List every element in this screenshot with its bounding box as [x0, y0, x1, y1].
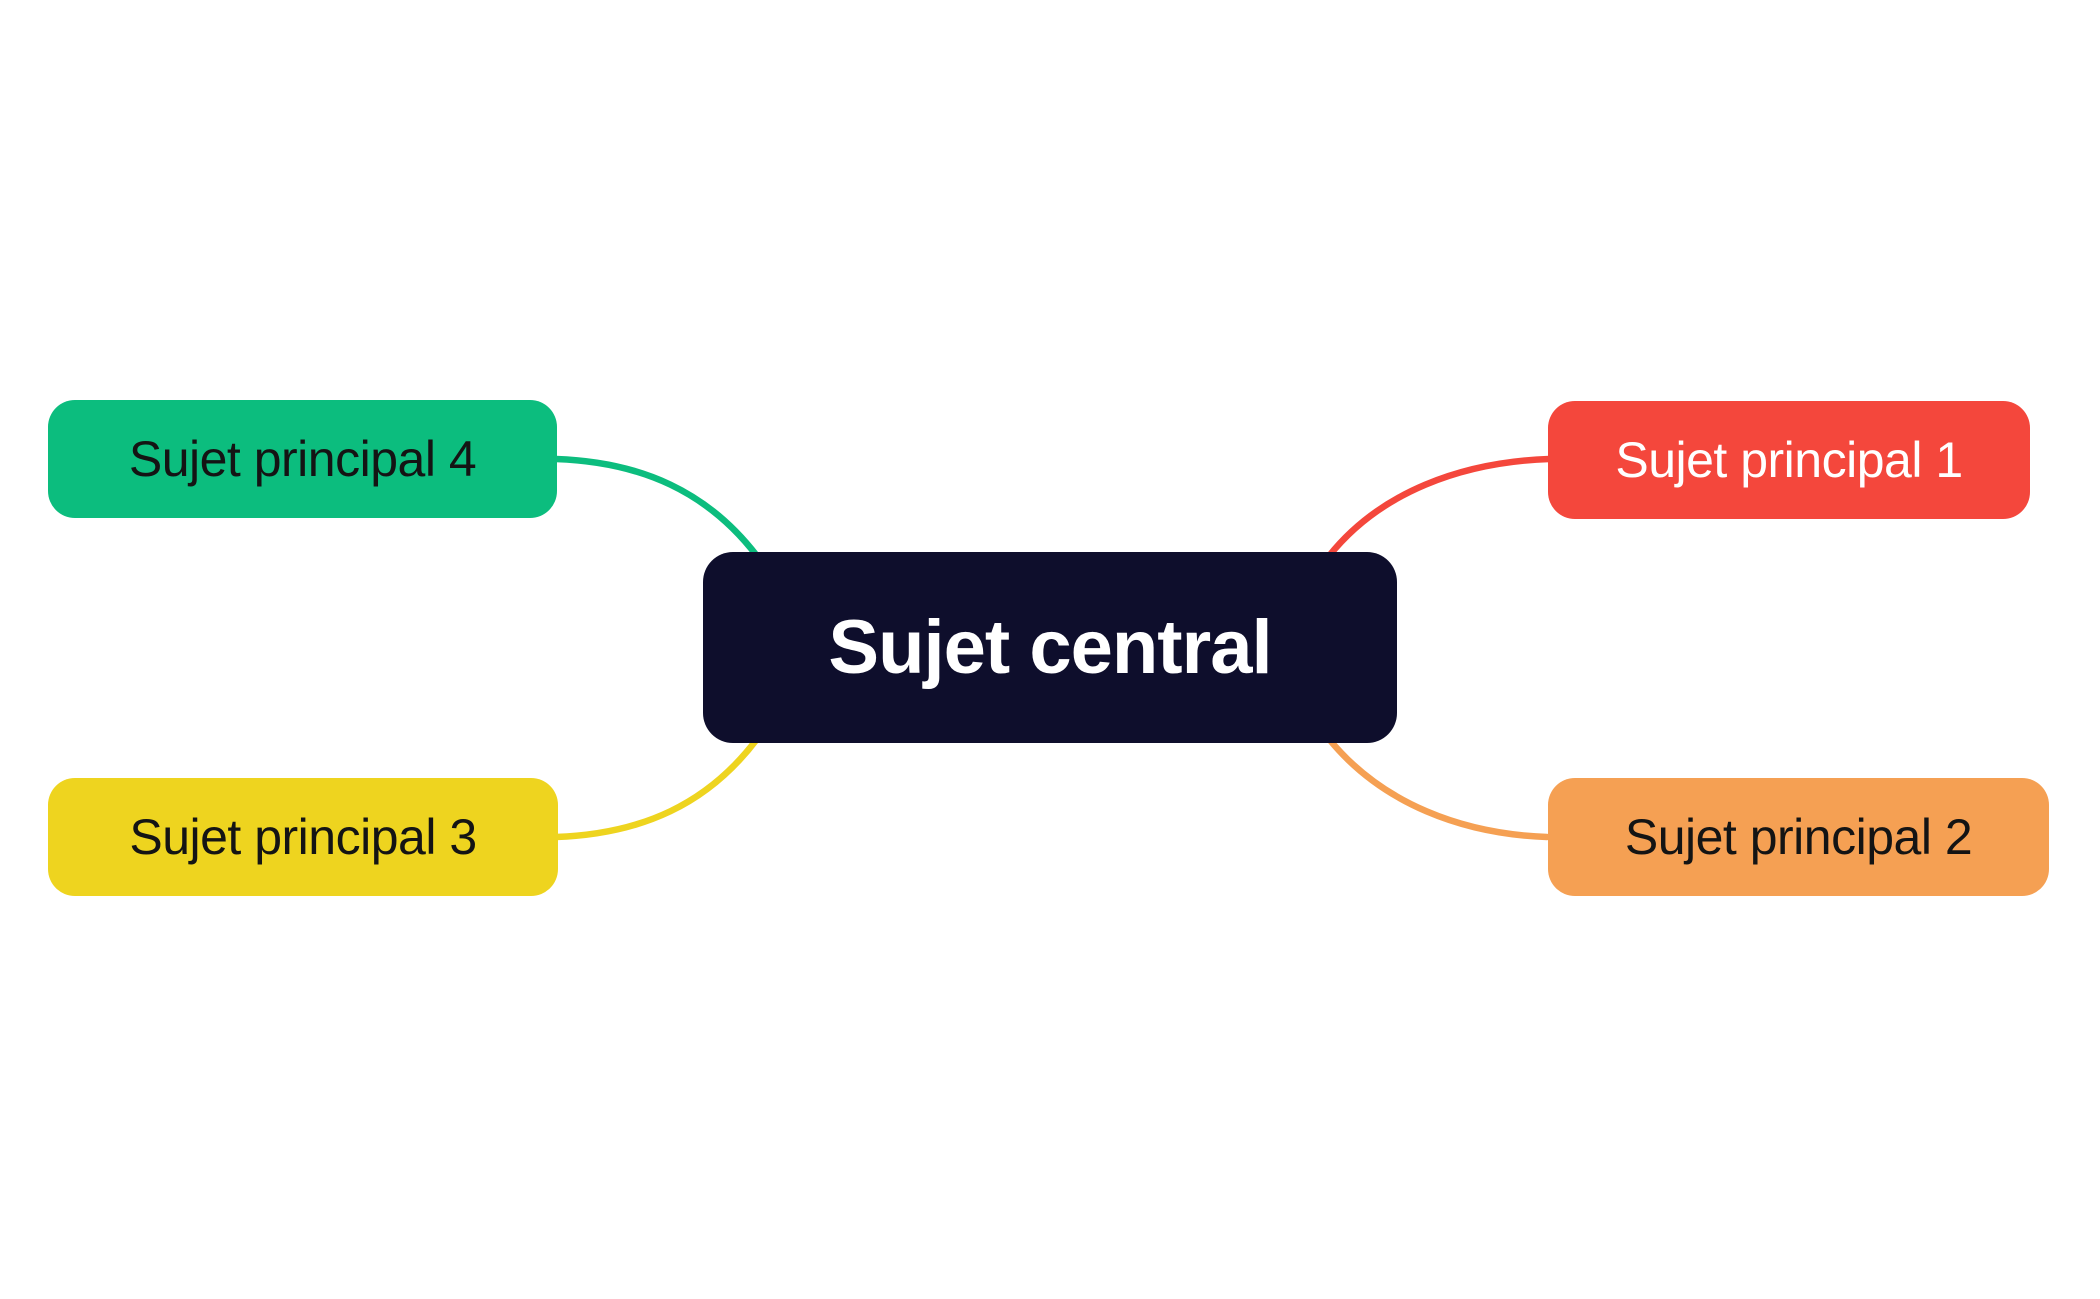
branch-node-4[interactable]: Sujet principal 4 [48, 400, 557, 518]
branch-label-4: Sujet principal 4 [128, 431, 477, 487]
connector-branch-4 [552, 455, 761, 560]
branch-label-3: Sujet principal 3 [129, 809, 477, 865]
central-topic-label: Sujet central [828, 605, 1272, 690]
connector-branch-2 [1325, 735, 1551, 841]
branch-label-1: Sujet principal 1 [1615, 432, 1963, 488]
branch-node-1[interactable]: Sujet principal 1 [1548, 401, 2030, 519]
branch-node-2[interactable]: Sujet principal 2 [1548, 778, 2049, 896]
branch-node-3[interactable]: Sujet principal 3 [48, 778, 558, 896]
central-topic-node[interactable]: Sujet central [703, 552, 1397, 743]
branch-label-2: Sujet principal 2 [1624, 809, 1973, 865]
connector-branch-1 [1325, 455, 1553, 560]
connector-branch-3 [552, 735, 761, 841]
